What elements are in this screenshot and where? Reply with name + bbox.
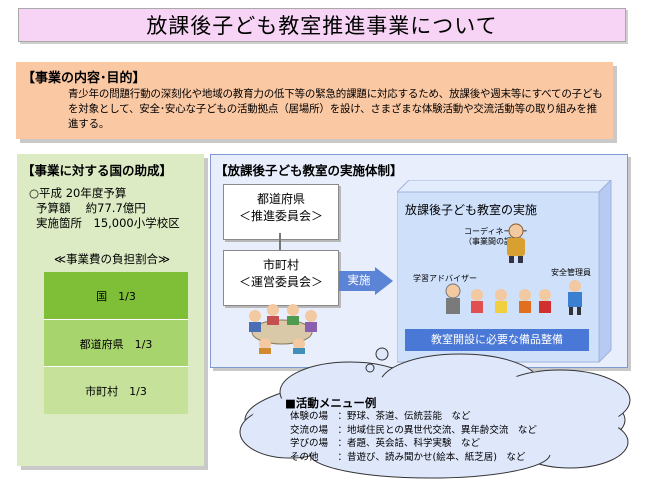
coordinator-label: コーディネーター （事業間の調整） <box>464 227 528 247</box>
connector-line <box>279 233 281 250</box>
cost-share-table: 国 1/3 都道府県 1/3 市町村 1/3 <box>44 272 188 414</box>
coordinator-duty: （事業間の調整） <box>464 237 528 246</box>
budget-year: ○平成 20年度予算 <box>29 186 127 200</box>
municipality-label: 市町村 <box>262 258 299 272</box>
children-figures <box>445 283 551 314</box>
activity-item: 学びの場 ：者題、英会話、科学実験 など <box>290 438 481 449</box>
implementation-sites: 実施箇所 15,000小学校区 <box>36 216 180 230</box>
coordinator-role: コーディネーター <box>464 227 528 236</box>
national-aid-panel: 【事業に対する国の助成】 ○平成 20年度予算 予算額 約77.7億円 実施箇所… <box>17 154 204 466</box>
coordinator-figure <box>507 223 525 263</box>
implement-arrow <box>339 267 393 295</box>
purpose-heading: 【事業の内容･目的】 <box>22 71 146 86</box>
purpose-text: 青少年の問題行動の深刻化や地域の教育力の低下等の緊急的課題に対応するため、放課後… <box>68 88 603 130</box>
safety-manager-figure <box>568 280 582 315</box>
municipality-committee-box: 市町村 ＜運営委員会＞ <box>223 250 339 306</box>
share-row-municipality: 市町村 1/3 <box>44 366 188 414</box>
municipality-committee-label: ＜運営委員会＞ <box>238 275 323 289</box>
prefecture-committee-box: 都道府県 ＜推進委員会＞ <box>223 184 339 240</box>
page-title: 放課後子ども教室推進事業について <box>18 8 626 42</box>
cost-share-title: ≪事業費の負担割合≫ <box>53 252 171 266</box>
classroom-title: 放課後子ども教室の実施 <box>405 203 538 217</box>
safety-manager-label: 安全管理員 <box>551 268 591 277</box>
activity-item: 体験の場 ：野球、茶道、伝統芸能 など <box>290 411 471 422</box>
implementation-heading: 【放課後子ども教室の実施体制】 <box>215 163 403 178</box>
prefecture-committee-label: ＜推進委員会＞ <box>238 209 323 223</box>
activity-item: その他 ：昔遊び、読み聞かせ(絵本、紙芝居) など <box>290 451 526 463</box>
equipment-bar: 教室開設に必要な備品整備 <box>405 329 589 351</box>
share-row-prefecture: 都道府県 1/3 <box>44 319 188 367</box>
implementation-panel: 【放課後子ども教室の実施体制】 都道府県 ＜推進委員会＞ 市町村 ＜運営委員会＞… <box>210 154 628 368</box>
activity-menu-heading: ■活動メニュー例 <box>285 396 377 410</box>
aid-heading: 【事業に対する国の助成】 <box>22 163 173 178</box>
activity-item: 交流の場 ：地域住民との異世代交流、異年齢交流 など <box>290 424 537 436</box>
implement-label: 実施 <box>347 273 371 287</box>
meeting-illustration <box>249 304 317 354</box>
activity-cloud-shape <box>239 347 631 479</box>
activity-menu-list: 体験の場 ：野球、茶道、伝統芸能 など 交流の場 ：地域住民との異世代交流、異年… <box>290 410 537 464</box>
share-row-national: 国 1/3 <box>44 272 188 319</box>
purpose-panel: 【事業の内容･目的】 青少年の問題行動の深刻化や地域の教育力の低下等の緊急的課題… <box>16 62 613 139</box>
prefecture-label: 都道府県 <box>256 192 305 206</box>
learning-advisor-label: 学習アドバイザー <box>413 274 477 283</box>
budget-amount: 予算額 約77.7億円 <box>36 201 146 215</box>
